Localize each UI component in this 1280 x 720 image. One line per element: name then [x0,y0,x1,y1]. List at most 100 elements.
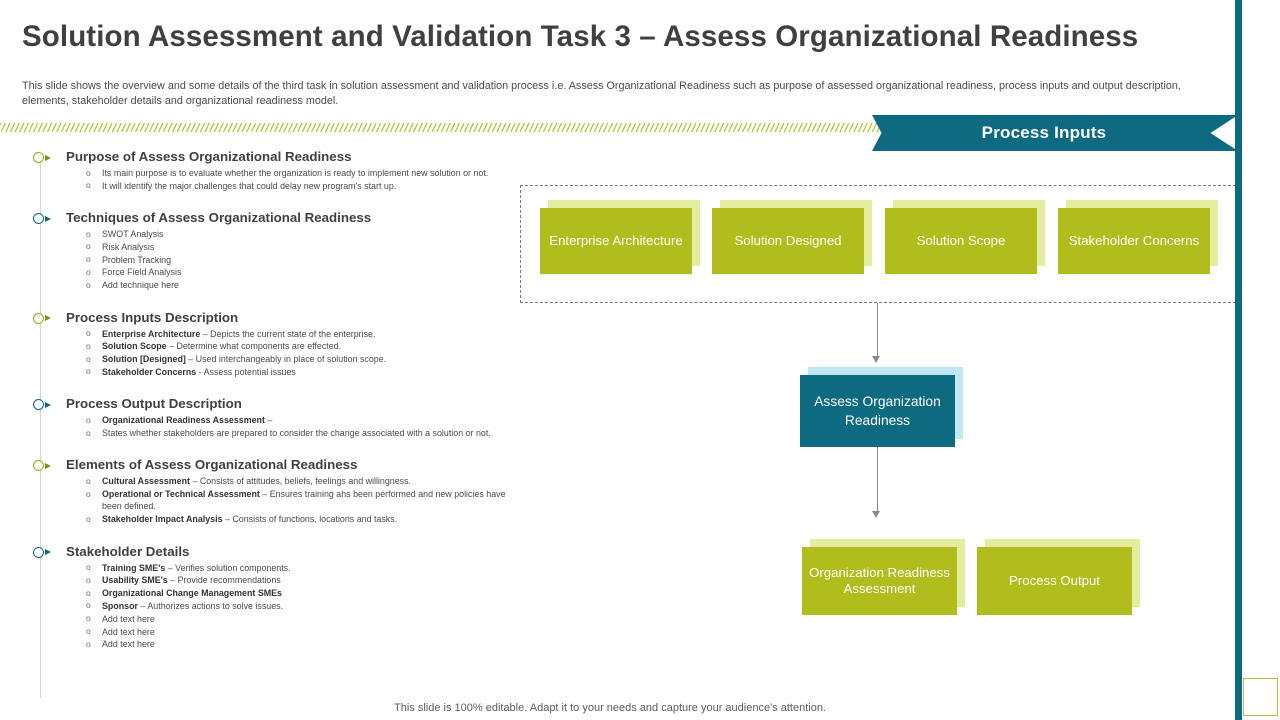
list-item: Cultural Assessment – Consists of attitu… [84,475,514,488]
list-item-text: States whether stakeholders are prepared… [102,428,491,439]
output-box-label: Process Output [1009,572,1100,588]
timeline-spine [40,158,41,698]
input-box-solution-designed[interactable]: Solution Designed [712,208,864,274]
input-box-solution-scope[interactable]: Solution Scope [885,208,1037,274]
list-item-lead: Enterprise Architecture [102,328,203,339]
list-item-lead: Solution Scope [102,341,170,352]
bullet-list: Its main purpose is to evaluate whether … [84,166,514,192]
section-techniques: Techniques of Assess Organizational Read… [24,209,514,291]
section-heading: Process Inputs Description [66,309,239,325]
list-item-text: It will identify the major challenges th… [102,180,397,191]
list-item-text: Add technique here [102,280,179,291]
list-item-text: – Provide recommendations [170,575,281,586]
list-item: Usability SME's – Provide recommendation… [84,574,514,587]
output-box-process-output[interactable]: Process Output [977,547,1132,615]
page-subtitle: This slide shows the overview and some d… [22,80,1181,107]
list-item: Risk Analysis [84,240,514,253]
circle-icon [33,312,44,324]
triangle-icon [45,462,51,469]
left-content-column: Purpose of Assess Organizational Readine… [24,148,514,655]
section-heading: Process Output Description [66,396,242,412]
connector-inputs-to-process [877,303,879,360]
list-item-text: Add text here [102,639,155,650]
section-process-output-description: Process Output Description Organizationa… [24,395,514,439]
list-item: Force Field Analysis [84,266,514,279]
bullet-list: SWOT Analysis Risk Analysis Problem Trac… [84,228,514,292]
list-item-text: – Depicts the current state of the enter… [202,328,376,339]
process-inputs-banner: Process Inputs [872,115,1238,151]
page-title: Solution Assessment and Validation Task … [22,20,1139,53]
list-item-text: – [267,415,273,426]
list-item: States whether stakeholders are prepared… [84,427,514,440]
connector-process-to-output [877,447,879,515]
circle-icon [33,213,44,225]
list-item-text: Its main purpose is to evaluate whether … [102,168,489,178]
list-item: Sponsor – Authorizes actions to solve is… [84,599,514,612]
list-item: Add technique here [84,279,514,292]
list-item: Organizational Readiness Assessment – [84,414,514,427]
list-item: It will identify the major challenges th… [84,179,514,192]
list-item-lead: Operational or Technical Assessment [102,489,263,500]
list-item-lead: Training SME's [102,562,168,573]
list-item-text: SWOT Analysis [102,229,164,240]
bullet-marker-icon [33,312,55,326]
list-item-lead: Usability SME's [102,575,171,586]
input-box-enterprise-architecture[interactable]: Enterprise Architecture [540,208,692,274]
triangle-icon [45,154,51,161]
list-item-lead: Solution [Designed] [102,354,189,365]
list-item-text: Add text here [102,626,155,637]
circle-icon [33,546,44,558]
list-item-text: – Used interchangeably in place of solut… [188,354,387,365]
list-item-text: - Assess potential issues [198,366,296,377]
list-item: Solution Scope – Determine what componen… [84,340,514,353]
list-item: Add text here [84,625,514,638]
list-item: SWOT Analysis [84,228,514,241]
output-box-label: Organization Readiness Assessment [809,564,950,597]
input-box-label: Solution Scope [916,232,1006,248]
input-box-label: Stakeholder Concerns [1068,232,1200,248]
list-item-lead: Stakeholder Impact Analysis [102,514,225,525]
list-item: Solution [Designed] – Used interchangeab… [84,353,514,366]
bottom-right-corner-box [1243,678,1278,716]
list-item: Its main purpose is to evaluate whether … [84,166,514,179]
list-item: Problem Tracking [84,253,514,266]
list-item-text: Force Field Analysis [102,267,182,278]
list-item-text: – Authorizes actions to solve issues. [140,600,284,611]
list-item-lead: Cultural Assessment [102,476,193,487]
list-item-lead: Sponsor [102,600,141,611]
triangle-icon [45,401,51,408]
bullet-marker-icon [33,399,55,412]
triangle-icon [45,315,51,322]
list-item: Stakeholder Impact Analysis – Consists o… [84,513,514,526]
list-item: Training SME's – Verifies solution compo… [84,561,514,574]
triangle-icon [45,215,51,222]
list-item-text: – Consists of functions, locations and t… [224,514,398,525]
list-item-text: – Determine what components are effected… [169,341,342,352]
section-heading: Elements of Assess Organizational Readin… [66,457,358,473]
arrow-head-icon [872,511,880,518]
process-box-label: Assess Organization Readiness [814,394,941,428]
input-box-label: Enterprise Architecture [549,232,683,248]
list-item-text: Add text here [102,613,155,624]
section-process-inputs-description: Process Inputs Description Enterprise Ar… [24,309,514,379]
list-item-text: – Consists of attitudes, beliefs, feelin… [192,476,411,487]
list-item: Add text here [84,612,514,625]
input-box-stakeholder-concerns[interactable]: Stakeholder Concerns [1058,208,1210,274]
right-edge-accent-bar [1235,0,1242,720]
bullet-list: Organizational Readiness Assessment – St… [84,414,514,439]
output-box-organization-readiness-assessment[interactable]: Organization Readiness Assessment [802,547,957,615]
input-box-label: Solution Designed [734,232,842,248]
process-box-assess-organization-readiness[interactable]: Assess Organization Readiness [800,375,955,447]
bullet-marker-icon [33,152,55,165]
hatched-divider [0,123,880,132]
bullet-list: Enterprise Architecture – Depicts the cu… [84,327,514,379]
footer-note: This slide is 100% editable. Adapt it to… [394,702,826,714]
banner-label: Process Inputs [981,123,1107,142]
list-item: Operational or Technical Assessment – En… [84,488,514,513]
section-heading: Purpose of Assess Organizational Readine… [66,149,352,164]
list-item: Organizational Change Management SMEs [84,587,514,600]
bullet-marker-icon [33,460,55,473]
list-item-text: Problem Tracking [102,254,172,265]
list-item: Enterprise Architecture – Depicts the cu… [84,327,514,340]
